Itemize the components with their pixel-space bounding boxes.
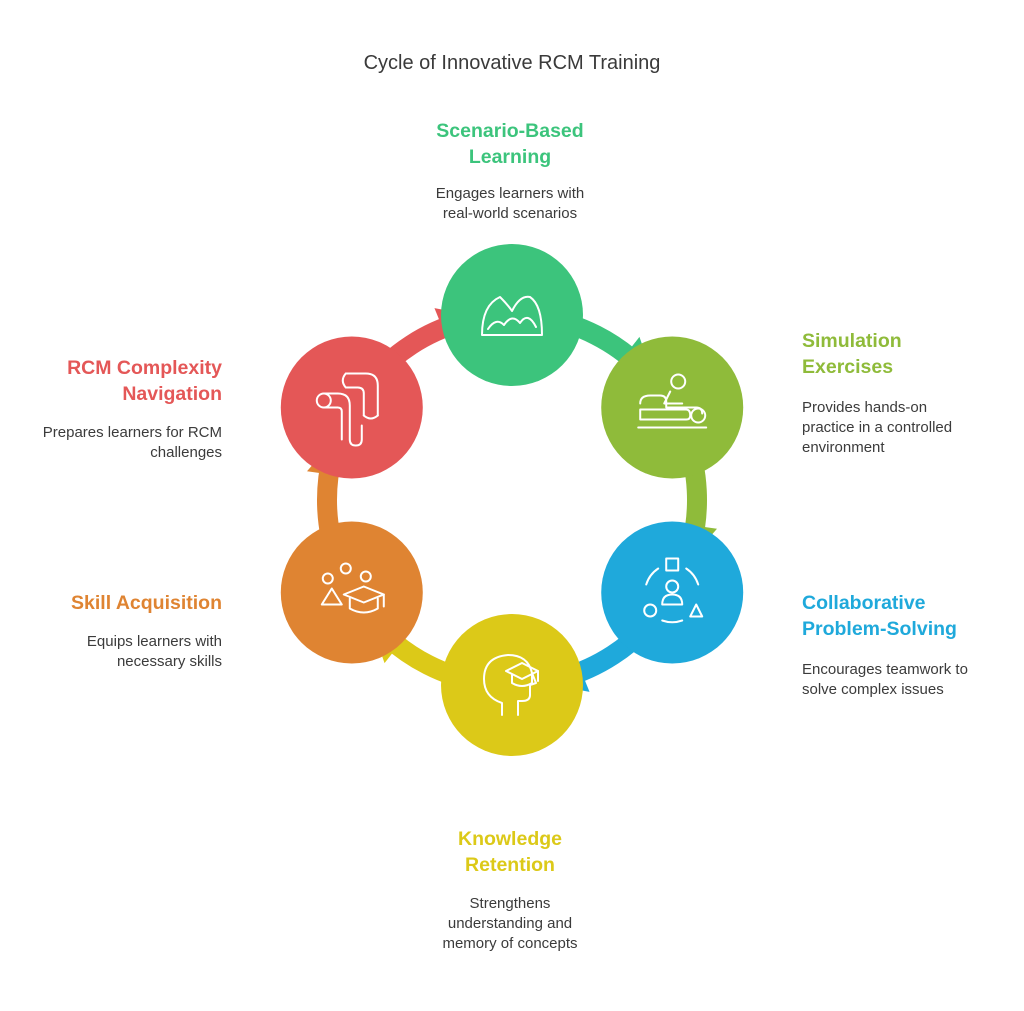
- node-description-line: Engages learners with: [435, 185, 585, 202]
- node-title-line: Navigation: [122, 383, 222, 405]
- node-description: Strengthens understanding and memory of co…: [380, 894, 640, 954]
- node-circle: [280, 336, 423, 479]
- node-description-line: Strengthens: [469, 895, 551, 912]
- node-rcm: [280, 336, 423, 479]
- node-skill: [280, 521, 423, 664]
- node-description-line: understanding and: [447, 915, 573, 932]
- node-title-line: Skill Acquisition: [71, 592, 222, 614]
- node-title-line: Collaborative: [802, 592, 926, 614]
- node-description: Equips learners with necessary skills: [20, 632, 222, 672]
- node-description-line: memory of concepts: [442, 935, 578, 952]
- node-title-line: Exercises: [802, 356, 894, 378]
- node-title-line: Learning: [468, 146, 552, 168]
- node-description: Provides hands-on practice in a controlle…: [802, 398, 1012, 458]
- node-simulation: [601, 336, 744, 479]
- cycle-nodes: [280, 244, 744, 756]
- node-title: Skill Acquisition: [20, 590, 222, 616]
- node-description-line: environment: [802, 439, 885, 456]
- label-skill: Skill Acquisition Equips learners with ne…: [20, 590, 222, 672]
- massage-icon: [637, 373, 708, 429]
- team-shapes-icon: [643, 557, 704, 624]
- node-knowledge: [441, 614, 583, 756]
- head-graduation-icon: [483, 654, 539, 716]
- shapes-graduation-icon: [320, 562, 385, 614]
- path-icon: [315, 372, 379, 447]
- node-title-line: Retention: [465, 854, 555, 876]
- node-description-line: Equips learners with: [86, 633, 222, 650]
- node-circle: [441, 244, 583, 386]
- node-description: Encourages teamwork to solve complex issu…: [802, 660, 1017, 700]
- page-title: Cycle of Innovative RCM Training: [363, 52, 661, 74]
- node-title-line: Scenario-Based: [436, 120, 584, 142]
- node-description-line: Provides hands-on: [802, 399, 928, 416]
- node-title-line: RCM Complexity: [67, 357, 222, 379]
- node-description-line: Encourages teamwork to: [802, 661, 968, 678]
- node-circle: [280, 521, 423, 664]
- node-description-line: Prepares learners for RCM: [42, 424, 222, 441]
- node-description-line: necessary skills: [116, 653, 222, 670]
- mountain-icon: [481, 295, 543, 336]
- node-description-line: challenges: [150, 444, 222, 461]
- node-description-line: real-world scenarios: [442, 205, 578, 222]
- node-description: Prepares learners for RCM challenges: [10, 423, 222, 463]
- node-circle: [441, 614, 583, 756]
- node-collaborative: [601, 521, 744, 664]
- node-title-line: Knowledge: [457, 828, 562, 850]
- node-scenario: [441, 244, 583, 386]
- node-description-line: solve complex issues: [802, 681, 944, 698]
- node-description-line: practice in a controlled: [802, 419, 953, 436]
- node-title-line: Simulation: [802, 330, 902, 352]
- node-description: Engages learners with real-world scenario…: [380, 184, 640, 224]
- node-title-line: Problem-Solving: [802, 618, 957, 640]
